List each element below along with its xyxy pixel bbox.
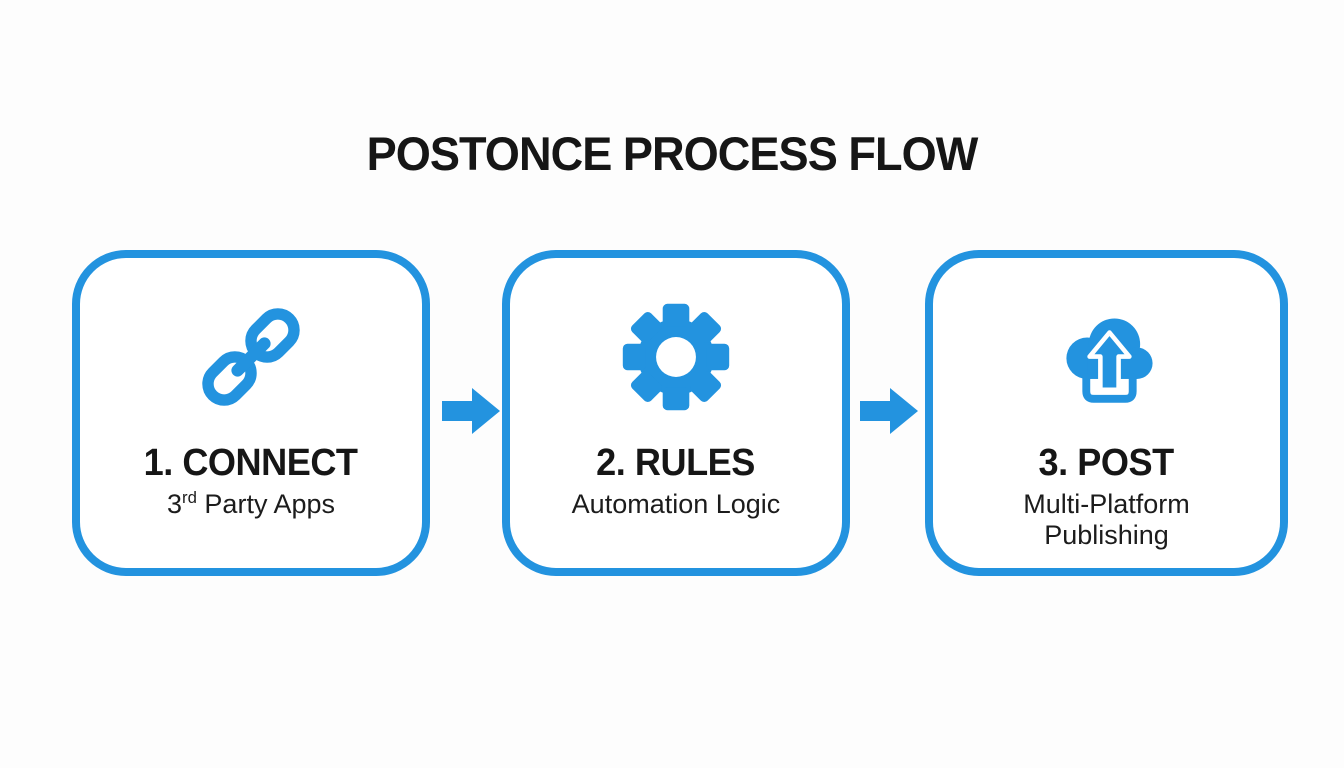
step-card-rules: 2. RULES Automation Logic [502,250,850,576]
step-title: 3. POST [1038,442,1175,484]
gear-icon [618,300,734,414]
step-title: 1. CONNECT [144,442,358,484]
subtitle-superscript: rd [182,488,197,507]
arrow-right-icon [860,388,918,434]
step-card-post: 3. POST Multi-Platform Publishing [925,250,1288,576]
subtitle-line: Publishing [1044,519,1169,550]
subtitle-line: Automation Logic [571,489,781,519]
step-title: 2. RULES [596,442,756,484]
subtitle-rest: Party Apps [196,489,335,519]
subtitle-base: 3 [167,489,183,519]
arrow-right-icon [442,388,500,434]
link-icon [193,300,309,414]
step-subtitle: Multi-Platform Publishing [1023,489,1190,551]
step-subtitle: 3rd Party Apps [167,489,335,520]
subtitle-line: Multi-Platform [1023,489,1190,519]
diagram-title: POSTONCE PROCESS FLOW [366,127,979,180]
cloud-upload-icon [1049,300,1165,414]
step-subtitle: Automation Logic [572,489,781,520]
step-card-connect: 1. CONNECT 3rd Party Apps [72,250,430,576]
